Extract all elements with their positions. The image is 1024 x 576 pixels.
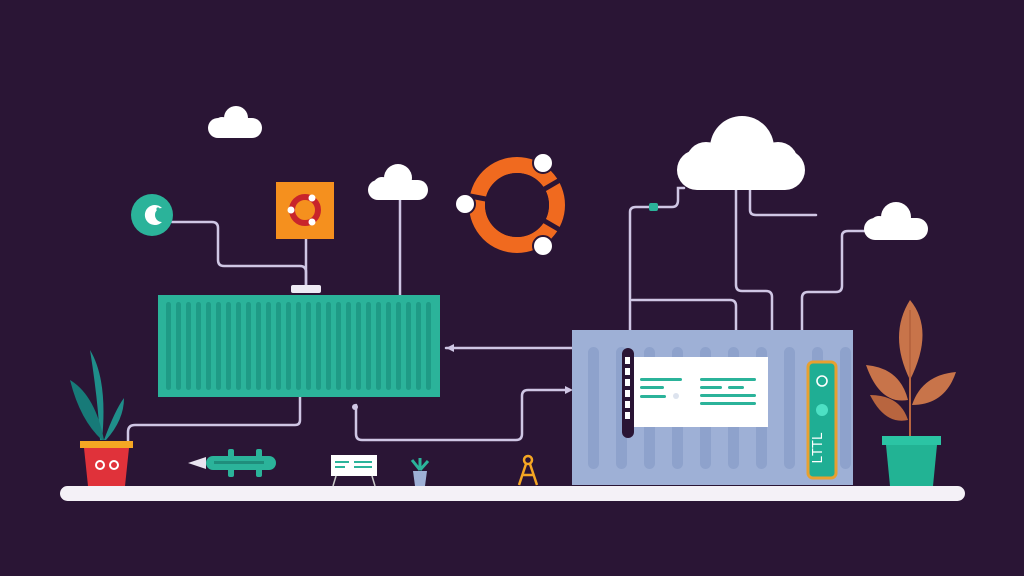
pen-tool-icon	[188, 449, 276, 477]
cloud-icon	[864, 202, 928, 240]
container-stripe	[226, 302, 231, 390]
container-stripe	[356, 302, 361, 390]
arrow-head-icon	[565, 386, 573, 394]
connection-lines	[126, 183, 868, 443]
container-stripe	[286, 302, 291, 390]
container-stripe	[276, 302, 281, 390]
teal-container	[158, 285, 440, 397]
server-screen	[633, 357, 768, 427]
line-container-to-plant	[126, 395, 302, 443]
teal-c-icon	[131, 194, 173, 236]
container-stripe	[396, 302, 401, 390]
line-teal-icon-to-container	[170, 220, 308, 290]
node-dot	[649, 203, 658, 211]
ubuntu-square-icon	[276, 182, 334, 239]
line-container-to-server	[354, 388, 570, 442]
server-stripe	[588, 347, 599, 469]
small-plant-icon	[410, 458, 430, 486]
node-dot	[352, 404, 358, 410]
container-stripe	[346, 302, 351, 390]
server-stripe	[784, 347, 795, 469]
container-stripe	[216, 302, 221, 390]
container-connector	[291, 285, 321, 293]
compass-tool-icon	[517, 454, 539, 486]
container-stripe	[166, 302, 171, 390]
container-stripe	[336, 302, 341, 390]
container-stripe	[206, 302, 211, 390]
container-stripe	[176, 302, 181, 390]
status-ring-icon	[816, 375, 828, 387]
container-stripe	[376, 302, 381, 390]
line-node-to-cloud	[656, 186, 686, 209]
container-stripe	[256, 302, 261, 390]
server-box: LTTL	[572, 330, 853, 485]
panel-glyphs: LTTL	[811, 432, 826, 463]
server-stripe	[840, 347, 851, 469]
left-potted-plant	[70, 350, 133, 486]
cloud-icon	[677, 116, 805, 190]
container-stripe	[186, 302, 191, 390]
container-stripe	[416, 302, 421, 390]
container-stripe	[306, 302, 311, 390]
container-stripe	[196, 302, 201, 390]
container-stripe	[406, 302, 411, 390]
ubuntu-ring-icon	[454, 152, 565, 257]
container-stripe	[386, 302, 391, 390]
container-stripe	[236, 302, 241, 390]
server-status-panel	[806, 360, 838, 480]
container-stripe	[326, 302, 331, 390]
clouds	[208, 106, 928, 240]
cloud-icon	[368, 164, 428, 200]
container-stripe	[246, 302, 251, 390]
container-stripe	[316, 302, 321, 390]
screen-text-lines	[640, 378, 756, 405]
line-server-to-cloud	[800, 229, 868, 332]
container-stripe	[266, 302, 271, 390]
container-stripe	[296, 302, 301, 390]
container-stripe	[366, 302, 371, 390]
status-led-icon	[816, 404, 828, 416]
container-stripe	[426, 302, 431, 390]
shelf	[60, 486, 965, 501]
right-potted-plant	[866, 300, 956, 486]
cloud-icon	[208, 106, 262, 138]
arrow-head-icon	[446, 344, 454, 352]
small-document-card-icon	[331, 455, 377, 487]
